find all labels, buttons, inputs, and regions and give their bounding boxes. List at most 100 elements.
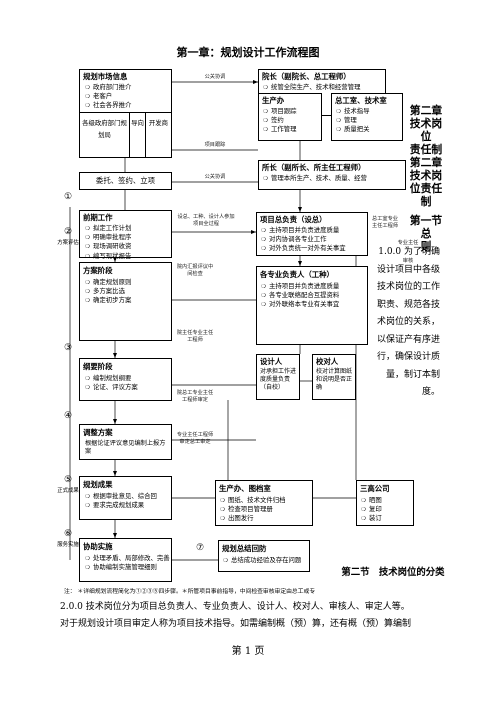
list-item: 工作管理: [263, 125, 321, 134]
chief-office-box: 总工室、技术室 技术指导 管理 质量把关: [331, 93, 403, 141]
overlay-line: 责任制: [409, 143, 443, 156]
annotation-chief-review: 专业主任工程师审定总工审定: [176, 432, 214, 445]
list-item: 复印: [361, 505, 413, 514]
box-title: 方案阶段: [83, 266, 113, 275]
box-title: 院长（副院长、总工程师）: [262, 72, 351, 81]
list-item: 根据审批意见、综合回: [85, 492, 171, 501]
step-5-marker: ⑤: [64, 475, 73, 485]
page-title: 第一章：规划设计工作流程图: [176, 46, 320, 59]
list-item: 对内协调各专业工作: [261, 235, 367, 244]
project-lead-box: 项目总负责（设总） 主持项目并负责进度质量 对内协调各专业工作 对外负责统一对外…: [256, 212, 368, 256]
list-item: 校对计算图纸和说明是否正确: [316, 368, 353, 391]
annotation-project-tracking: 项目跟踪: [204, 142, 226, 148]
box-title: 纲要阶段: [83, 362, 113, 371]
specialty-lead-box: 各专业负责人（工种） 主持项目并负责进度质量 各专业联络配合互提资料 对外联络本…: [256, 266, 368, 345]
step-2-label: 方案评估: [57, 240, 79, 246]
list-item: 要求完成规划成果: [85, 501, 171, 510]
preliminary-work-box: 前期工作 拟定工作计划 明确审批程序 现场调研收资 编写现状报告: [79, 210, 172, 261]
box-title: 各专业负责人（工种）: [260, 270, 334, 279]
list-item: 装订: [361, 514, 413, 523]
list-item: 总结成功经验及存在问题: [223, 556, 309, 565]
list-item: 处理矛盾、局部修改、完善: [85, 554, 171, 563]
list-item: 编写现状报告: [85, 252, 171, 261]
planning-results-box: 规划成果 根据审批意见、综合回 要求完成规划成果: [79, 476, 172, 520]
page-unit: 页: [254, 646, 265, 657]
list-item: 老客户: [85, 92, 171, 101]
annotation-public-1: 公关协调: [204, 74, 226, 80]
box-title: 生产办: [262, 96, 285, 105]
section-2-heading: 第二节 技术岗位的分类: [341, 567, 445, 578]
list-item: 协助编制实施管理细则: [85, 563, 171, 572]
box-title: 调整方案: [83, 428, 113, 437]
step-2-marker: ②: [64, 227, 73, 237]
box-title: 项目总负责（设总）: [260, 215, 327, 224]
overlay-line: 位责任: [409, 182, 443, 195]
list-item: 出图发行: [220, 514, 312, 523]
box-title: 规划总结回防: [222, 544, 267, 553]
director-box: 所长（副所长、所主任工程师） 管理本所生产、技术、质量、经营: [258, 160, 406, 190]
cell-developer: 开发商: [148, 119, 169, 127]
step-6-marker: ⑥: [64, 529, 73, 539]
box-title: 生产办、图档室: [219, 484, 271, 493]
step-6-label: 服务实施: [57, 542, 79, 548]
adjust-scheme-box: 调整方案 根据论证评议意见编制上报方案: [79, 424, 172, 460]
box-title: 规划市场信息: [83, 72, 128, 81]
item-line-2: 对于规划设计项目审定人称为项目技术指导。如需编制概（预）算，还有概（预）算编制: [60, 619, 412, 629]
list-item: 各专业联络配合互提资料: [261, 291, 367, 300]
list-item: 统管全院生产、技术和经营管理: [263, 83, 385, 92]
list-item: 明确审批程序: [85, 233, 171, 242]
box-title: 所长（副所长、所主任工程师）: [262, 163, 366, 172]
box-title: 总工室、技术室: [335, 96, 387, 105]
annotation-chief-right: 专业主任: [397, 240, 419, 246]
list-item: 晒图: [361, 496, 413, 505]
list-item: 对承担工作进度质量负责（自校）: [260, 368, 297, 391]
intro-paragraph: 1.0.0 为了明确设计项目中各级技术岗位的工作职责、规范各技术岗位的关系，以保…: [376, 247, 440, 397]
page-label: 第: [231, 646, 242, 657]
box-title: 三高公司: [360, 484, 390, 493]
list-item: 质量把关: [336, 125, 402, 134]
overlay-line: 第二章: [409, 104, 443, 117]
step-5-label: 正式成果: [57, 488, 79, 494]
footnote: 注： ＊详细规划流程简化为①②③⑤四步骤。＊所管项目事前指导，中间检查审核审定由…: [64, 589, 316, 595]
annotation-internal-review-1: 院内汇报评议中间检查: [176, 264, 214, 277]
box-title: 校对人: [316, 357, 339, 366]
page-number: 1: [244, 646, 252, 657]
outline-stage-box: 纲要阶段 编制规划纲要 论证、评议方案: [79, 358, 172, 401]
list-item: 管理本所生产、技术、质量、经营: [263, 174, 405, 183]
list-item: 确定初步方案: [85, 296, 171, 305]
step-7-marker: ⑦: [196, 543, 205, 553]
list-item: 现场调研收资: [85, 242, 171, 251]
list-item: 论证、评议方案: [85, 383, 171, 392]
assist-implementation-box: 协助实施 处理矛盾、局部修改、完善 协助编制实施管理细则: [79, 538, 172, 582]
scheme-stage-box: 方案阶段 确定规划原则 多方案比选 确定初步方案: [79, 262, 172, 341]
list-item: 检查项目管理册: [220, 505, 312, 514]
list-item: 项目跟踪: [263, 107, 321, 116]
list-item: 根据论证评议意见编制上报方案: [85, 440, 166, 455]
list-item: 主持项目并负责进度质量: [261, 282, 367, 291]
list-item: 签约: [263, 116, 321, 125]
overlay-line: 第二章: [409, 156, 443, 169]
list-item: 政府部门推介: [85, 83, 171, 92]
designer-box: 设计人 对承担工作进度质量负责（自校）: [256, 354, 300, 400]
market-info-box: 规划市场信息 政府部门推介 老客户 社会各界推介 各级政府部门规划局 导向 开发…: [79, 69, 172, 158]
box-title: 协助实施: [83, 542, 113, 551]
list-item: 图纸、技术文件归档: [220, 496, 312, 505]
cell-government: 各级政府部门规划局: [80, 113, 130, 158]
list-item: 技术指导: [336, 107, 402, 116]
commission-box: 委托、签约、立项: [79, 172, 172, 190]
overlay-line: 技术岗: [409, 117, 443, 130]
list-item: 确定规划原则: [85, 278, 171, 287]
chapter-overlay: 第二章 技术岗 位 责任制 第二章 技术岗 位责任 制 第一节 总 则: [404, 104, 448, 253]
list-item: 对外联络本专业有关事宜: [261, 300, 367, 309]
annotation-internal-review-3: 院总工专业主任工程师审定: [176, 390, 214, 403]
list-item: 主持项目并负责进度质量: [261, 226, 367, 235]
three-high-company-box: 三高公司 晒图 复印 装订: [356, 480, 414, 526]
step-3-marker: ③: [64, 343, 73, 353]
production-archive-box: 生产办、图档室 图纸、技术文件归档 检查项目管理册 出图发行: [215, 480, 313, 526]
overlay-line: 则: [420, 240, 432, 253]
production-office-box: 生产办 项目跟踪 签约 工作管理: [258, 93, 322, 141]
list-item: 管理: [336, 116, 402, 125]
list-item: 多方案比选: [85, 287, 171, 296]
box-title: 前期工作: [83, 213, 113, 222]
step-4-marker: ④: [64, 411, 73, 421]
